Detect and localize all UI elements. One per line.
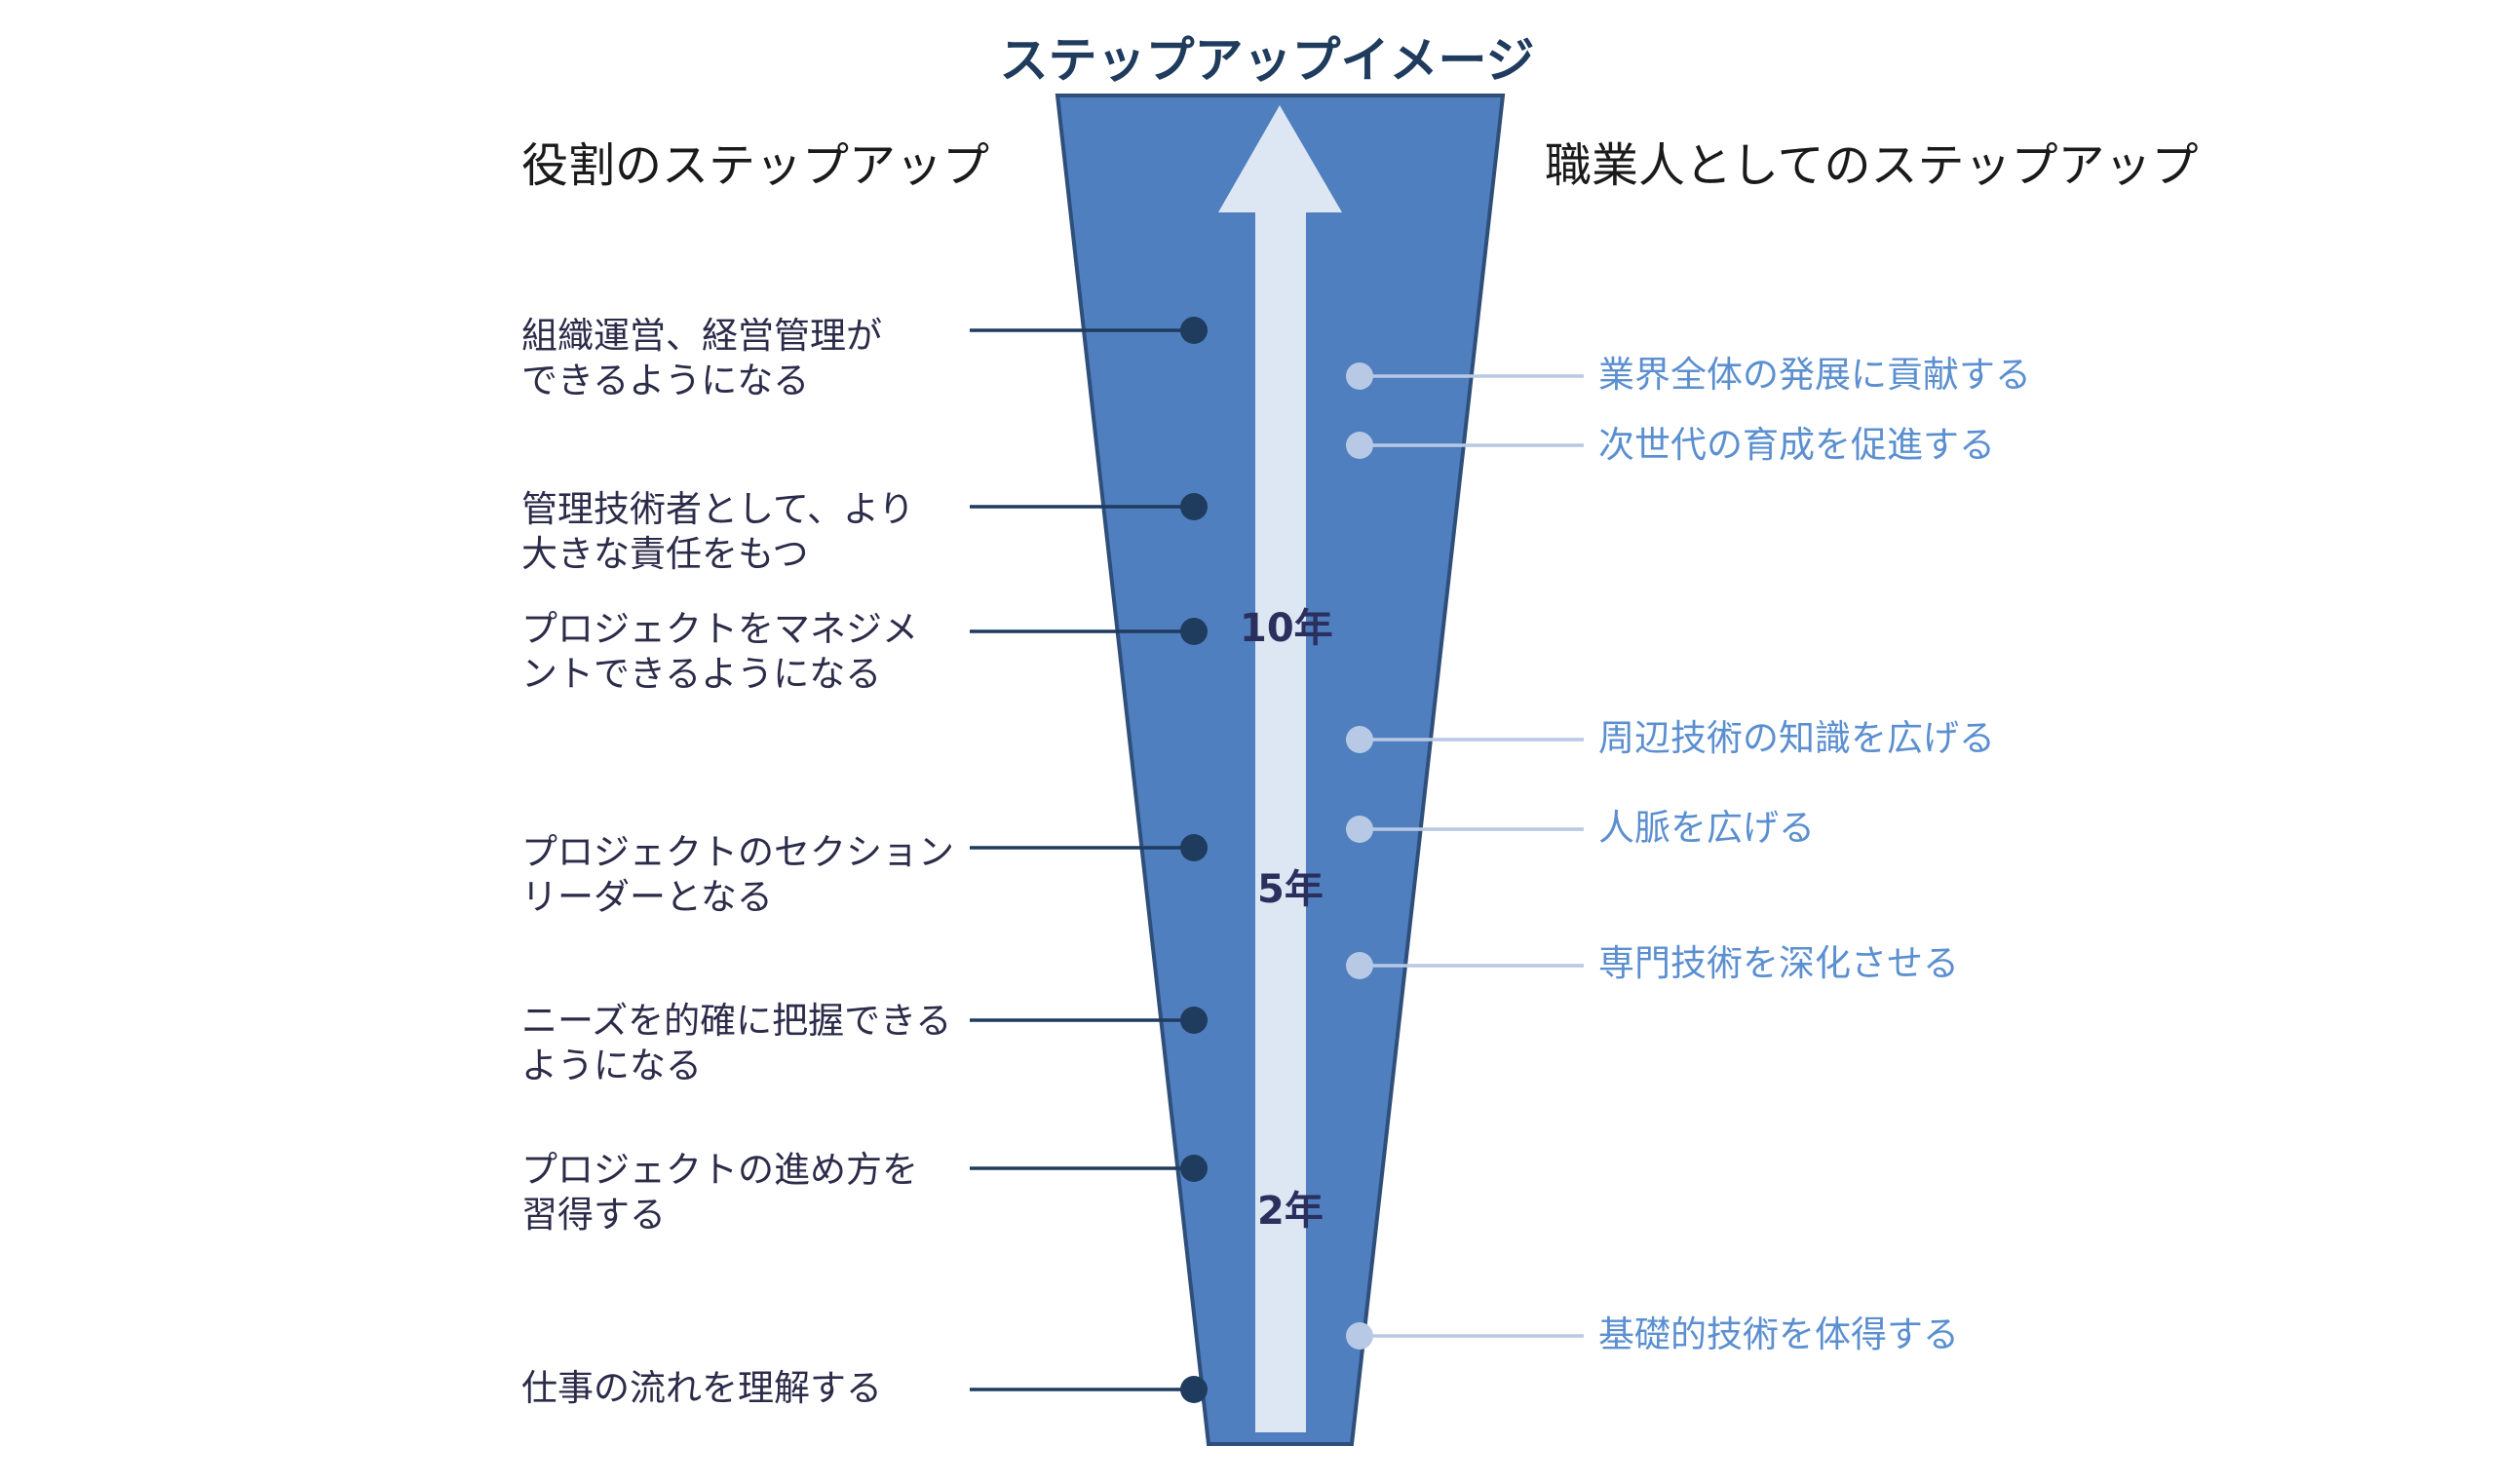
role-step-label: 仕事の流れを理解する [521, 1367, 882, 1409]
professional-step-label: 人脈を広げる [1598, 807, 1815, 849]
role-connectors [970, 328, 1194, 1391]
role-step-label: プロジェクトの進め方を 習得する [521, 1149, 918, 1236]
year-marker-2: 2年 [1257, 1189, 1324, 1234]
role-step-label: 組織運営、経営管理が できるようになる [521, 315, 882, 401]
role-step-label: 管理技術者として、より 大きな責任をもつ [521, 488, 915, 575]
professional-heading: 職業人としてのステップアップ [1545, 138, 2199, 193]
role-step-label: プロジェクトのセクション リーダーとなる [521, 831, 954, 918]
role-heading: 役割のステップアップ [521, 138, 990, 193]
professional-step-label: 基礎的技術を体得する [1598, 1313, 1959, 1355]
page-title: ステップアップイメージ [999, 32, 1535, 89]
professional-dots [1346, 362, 1373, 1350]
role-step-label: ニーズを的確に把握できる ようになる [521, 1000, 952, 1086]
year-marker-10: 10年 [1240, 606, 1333, 651]
role-dots [1180, 317, 1208, 1403]
professional-step-label: 周辺技術の知識を広げる [1598, 717, 1995, 759]
professional-connectors [1360, 374, 1584, 1338]
professional-step-label: 専門技術を深化させる [1598, 942, 1959, 984]
professional-step-label: 業界全体の発展に貢献する [1598, 354, 2031, 396]
up-arrow [1218, 105, 1342, 1432]
year-marker-5: 5年 [1257, 867, 1324, 912]
professional-step-label: 次世代の育成を促進する [1598, 424, 1995, 466]
role-step-label: プロジェクトをマネジメ ントできるようになる [521, 608, 918, 695]
